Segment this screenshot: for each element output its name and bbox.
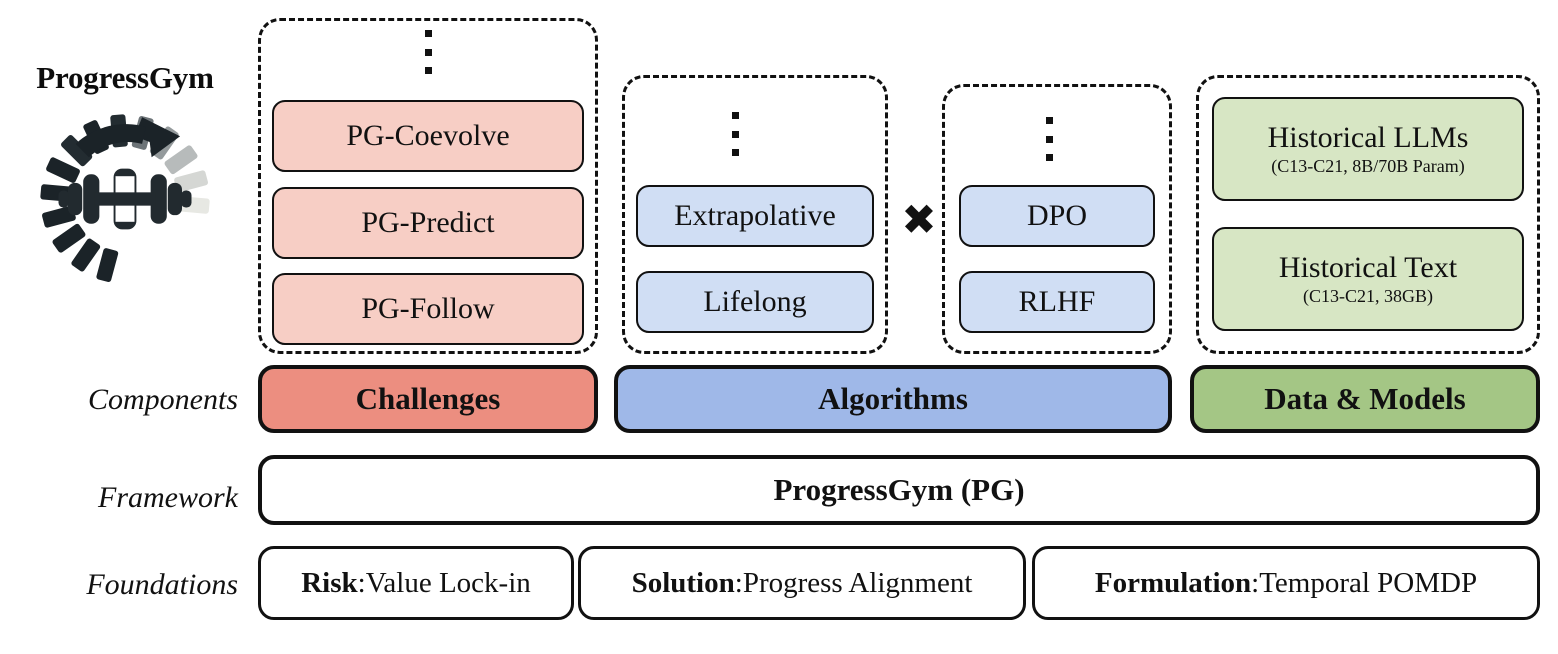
- pill-label: DPO: [1026, 199, 1087, 233]
- component-bar-challenges[interactable]: Challenges: [258, 365, 598, 433]
- pill-label: PG-Follow: [361, 292, 495, 326]
- algorithms-strategy-vertical-ellipsis-icon: [731, 112, 740, 156]
- pill-label: PG-Predict: [361, 206, 495, 240]
- foundation-key: Solution: [631, 566, 735, 599]
- algorithms-strategy-group-box: [622, 75, 888, 354]
- component-label: Data & Models: [1264, 381, 1466, 416]
- pill-label: RLHF: [1018, 285, 1096, 319]
- pill-sublabel: (C13-C21, 8B/70B Param): [1271, 155, 1465, 176]
- pill-label: Extrapolative: [674, 199, 836, 233]
- component-label: Algorithms: [818, 381, 968, 416]
- foundation-box-solution[interactable]: Solution: Progress Alignment: [578, 546, 1026, 620]
- data-pill-historical-llms[interactable]: Historical LLMs (C13-C21, 8B/70B Param): [1212, 97, 1524, 201]
- algorithm-pill-dpo[interactable]: DPO: [959, 185, 1155, 247]
- component-bar-data-models[interactable]: Data & Models: [1190, 365, 1540, 433]
- pill-label: Historical LLMs: [1267, 121, 1469, 155]
- pill-sublabel: (C13-C21, 38GB): [1303, 285, 1433, 306]
- foundation-box-risk[interactable]: Risk: Value Lock-in: [258, 546, 574, 620]
- framework-bar-progressgym[interactable]: ProgressGym (PG): [258, 455, 1540, 525]
- pill-label: Lifelong: [703, 285, 807, 319]
- foundation-box-formulation[interactable]: Formulation: Temporal POMDP: [1032, 546, 1540, 620]
- foundation-key: Risk: [301, 566, 358, 599]
- algorithm-pill-lifelong[interactable]: Lifelong: [636, 271, 874, 333]
- row-label-components: Components: [88, 383, 238, 416]
- framework-label: ProgressGym (PG): [773, 472, 1025, 507]
- progress-dumbbell-circular-arrow-logo-icon: [30, 104, 220, 299]
- algorithms-objective-vertical-ellipsis-icon: [1045, 117, 1054, 161]
- challenges-vertical-ellipsis-icon: [424, 30, 433, 74]
- algorithm-pill-rlhf[interactable]: RLHF: [959, 271, 1155, 333]
- pill-label: Historical Text: [1278, 251, 1458, 285]
- row-label-framework: Framework: [98, 481, 238, 514]
- data-models-group-box: [1196, 75, 1540, 354]
- page-title: ProgressGym: [36, 60, 214, 95]
- foundation-key: Formulation: [1094, 566, 1252, 599]
- foundation-separator: :: [734, 566, 743, 599]
- foundation-separator: :: [357, 566, 366, 599]
- foundation-value: Progress Alignment: [742, 566, 973, 599]
- foundation-separator: :: [1251, 566, 1260, 599]
- component-label: Challenges: [355, 381, 501, 416]
- algorithm-pill-extrapolative[interactable]: Extrapolative: [636, 185, 874, 247]
- brand-block: ProgressGym: [10, 60, 240, 320]
- challenges-group-box: [258, 18, 598, 354]
- multiplication-cross-icon: ✖: [901, 195, 937, 244]
- foundation-value: Value Lock-in: [365, 566, 531, 599]
- algorithms-objective-group-box: [942, 84, 1172, 354]
- challenge-pill-pg-follow[interactable]: PG-Follow: [272, 273, 584, 345]
- component-bar-algorithms[interactable]: Algorithms: [614, 365, 1172, 433]
- row-label-foundations: Foundations: [86, 568, 238, 601]
- data-pill-historical-text[interactable]: Historical Text (C13-C21, 38GB): [1212, 227, 1524, 331]
- foundation-value: Temporal POMDP: [1259, 566, 1478, 599]
- pill-label: PG-Coevolve: [346, 119, 510, 153]
- challenge-pill-pg-predict[interactable]: PG-Predict: [272, 187, 584, 259]
- challenge-pill-pg-coevolve[interactable]: PG-Coevolve: [272, 100, 584, 172]
